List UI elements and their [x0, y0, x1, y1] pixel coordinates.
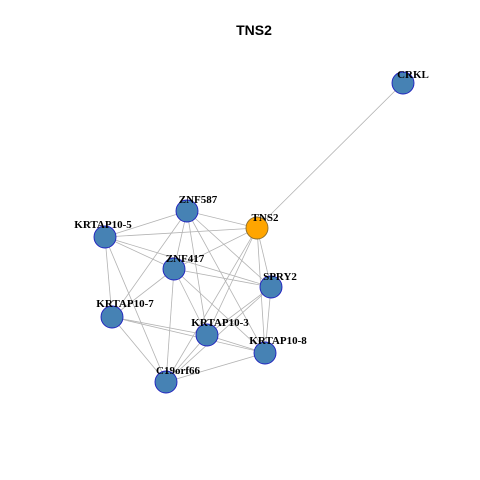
edge-ZNF587-SPRY2: [186, 210, 272, 288]
node-label-krtap10-5: KRTAP10-5: [74, 219, 132, 231]
edge-KRTAP10-5-TNS2: [104, 227, 258, 238]
edge-ZNF417-KRTAP10-3: [173, 268, 208, 336]
edge-KRTAP10-5-C19orf66: [104, 236, 167, 383]
edge-ZNF587-KRTAP10-8: [186, 210, 266, 354]
edge-ZNF417-KRTAP10-7: [111, 268, 175, 318]
node-spry2: [259, 275, 283, 299]
node-label-c19orf66: C19orf66: [156, 365, 200, 377]
edge-SPRY2-KRTAP10-3: [206, 286, 272, 336]
edge-CRKL-TNS2: [256, 82, 404, 229]
edge-KRTAP10-8-C19orf66: [165, 352, 266, 383]
edge-ZNF417-C19orf66: [165, 268, 175, 383]
edge-ZNF587-KRTAP10-7: [111, 210, 188, 318]
edge-KRTAP10-7-KRTAP10-3: [111, 316, 208, 336]
node-znf417: [162, 257, 186, 281]
node-znf587: [175, 199, 199, 223]
node-layer: [93, 71, 415, 394]
node-tns2: [245, 216, 269, 240]
edge-ZNF587-TNS2: [186, 210, 258, 229]
node-crkl: [391, 71, 415, 95]
edge-KRTAP10-5-KRTAP10-7: [104, 236, 113, 318]
edge-ZNF417-SPRY2: [173, 268, 272, 288]
graph-title: TNS2: [236, 22, 272, 38]
edge-TNS2-KRTAP10-3: [206, 227, 258, 336]
node-krtap10-5: [93, 225, 117, 249]
edge-ZNF417-KRTAP10-8: [173, 268, 266, 354]
edge-SPRY2-C19orf66: [165, 286, 272, 383]
edge-TNS2-C19orf66: [165, 227, 258, 383]
node-label-spry2: SPRY2: [263, 271, 297, 283]
node-label-krtap10-3: KRTAP10-3: [191, 317, 249, 329]
edge-ZNF587-KRTAP10-5: [104, 210, 188, 238]
edge-layer: [104, 82, 404, 383]
node-krtap10-8: [253, 341, 277, 365]
node-krtap10-7: [100, 305, 124, 329]
node-label-tns2: TNS2: [252, 212, 279, 224]
node-label-krtap10-7: KRTAP10-7: [96, 298, 154, 310]
edge-KRTAP10-7-KRTAP10-8: [111, 316, 266, 354]
edge-KRTAP10-7-C19orf66: [111, 316, 167, 383]
edge-TNS2-ZNF417: [173, 227, 258, 270]
node-label-crkl: CRKL: [397, 69, 429, 81]
node-c19orf66: [154, 370, 178, 394]
edge-KRTAP10-5-ZNF417: [104, 236, 175, 270]
node-krtap10-3: [195, 323, 219, 347]
node-label-znf417: ZNF417: [166, 253, 205, 265]
node-label-znf587: ZNF587: [179, 194, 218, 206]
node-label-krtap10-8: KRTAP10-8: [249, 335, 307, 347]
